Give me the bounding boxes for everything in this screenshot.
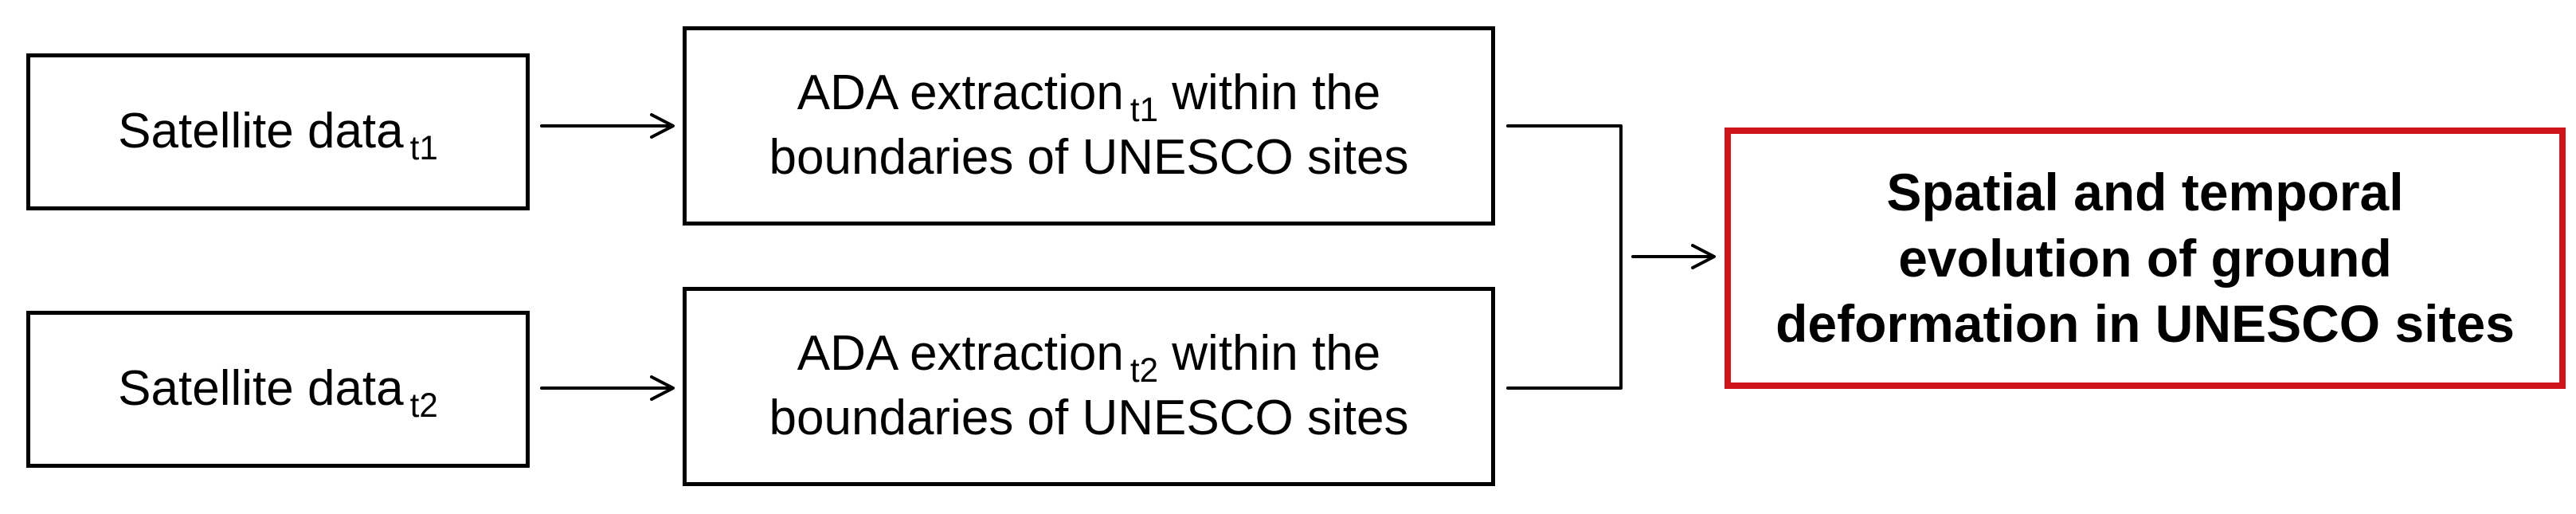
arrowhead-satellite-t2-to-ada-t2 <box>650 375 675 401</box>
ada-extraction-t2-line2: boundaries of UNESCO sites <box>769 390 1409 445</box>
ada-extraction-t1-suffix: within the <box>1158 65 1381 121</box>
satellite-data-t2-subscript: t2 <box>409 386 438 425</box>
ada-extraction-t2-suffix: within the <box>1158 326 1381 382</box>
satellite-data-t1-text: Satellite data <box>118 104 404 159</box>
arrowhead-merge-to-result <box>1691 244 1716 269</box>
satellite-data-t1-subscript: t1 <box>409 129 438 167</box>
arrowhead-satellite-t1-to-ada-t1 <box>650 113 675 139</box>
ada-extraction-t1-subscript: t1 <box>1129 91 1159 129</box>
ada-extraction-t1-line2: boundaries of UNESCO sites <box>769 130 1409 185</box>
result-label: Spatial and temporal evolution of ground… <box>1775 159 2515 357</box>
bracket-ada-t1 <box>1506 124 1623 390</box>
ada-extraction-t2-prefix: ADA extraction <box>797 326 1124 382</box>
ada-extraction-t1-prefix: ADA extraction <box>797 65 1124 121</box>
result-line1: Spatial and temporal <box>1886 163 2404 222</box>
satellite-data-t2-text: Satellite data <box>118 361 404 417</box>
result-line2: evolution of ground <box>1898 228 2392 288</box>
ada-extraction-t2-subscript: t2 <box>1129 351 1159 390</box>
result-box: Spatial and temporal evolution of ground… <box>1725 128 2566 389</box>
result-line3: deformation in UNESCO sites <box>1775 294 2515 354</box>
